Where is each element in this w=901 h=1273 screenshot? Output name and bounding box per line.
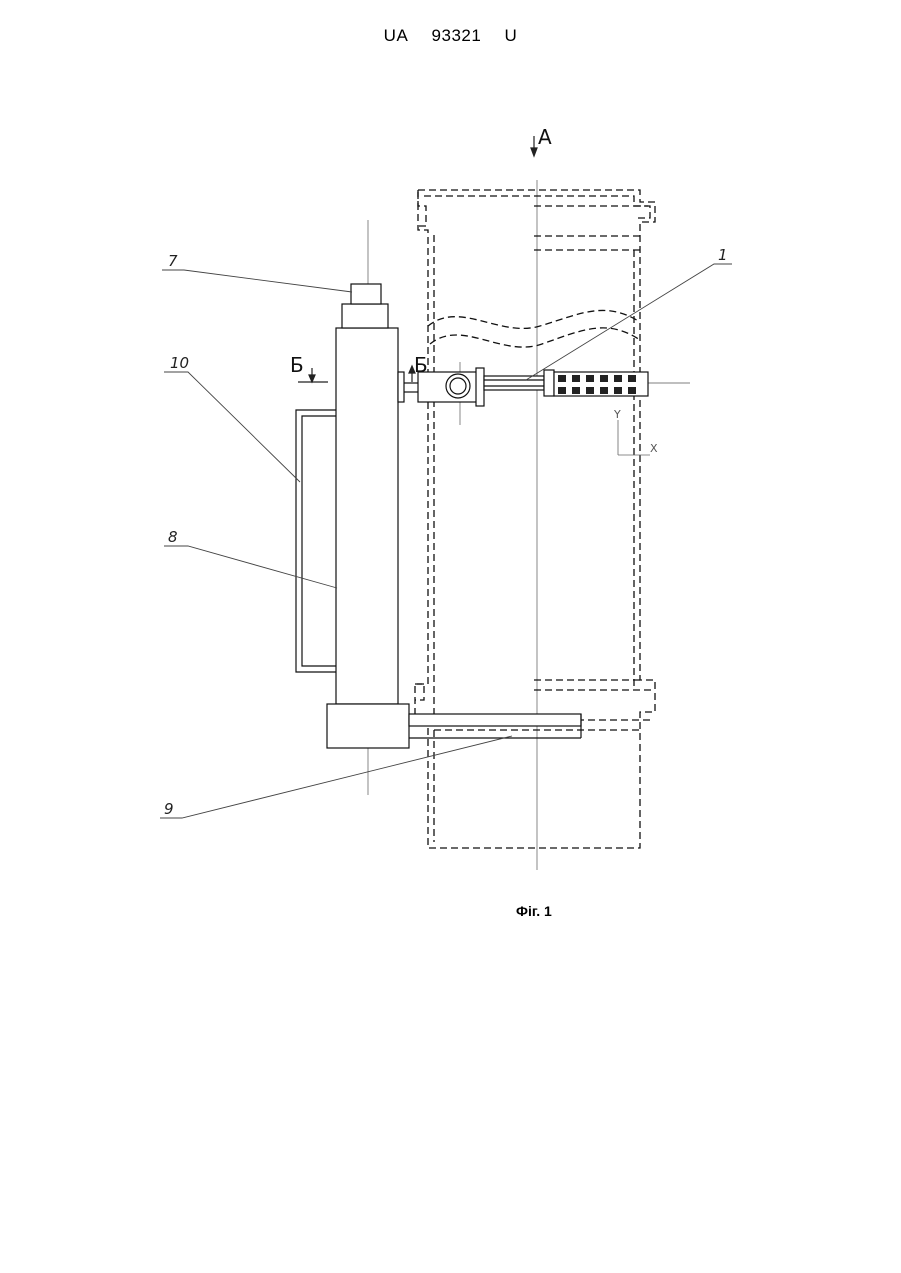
hose [296, 410, 336, 672]
callout-label-1: 1 [718, 246, 728, 264]
figure-caption: Фіг. 1 [516, 903, 552, 919]
axis-label-x: X [650, 442, 658, 455]
callout-label-8: 8 [168, 528, 178, 546]
hydraulic-cylinder [327, 284, 418, 748]
callout-label-9: 9 [164, 800, 174, 818]
section-markers [298, 136, 537, 382]
axis-label-y: Y [613, 408, 621, 421]
section-label-left: Б [290, 353, 304, 377]
leader-lines [160, 264, 732, 818]
clamp-arm [418, 368, 648, 406]
lower-rod [409, 714, 581, 738]
pipe-outline [415, 190, 655, 848]
callout-label-7: 7 [168, 252, 178, 270]
view-label-a: A [538, 125, 552, 149]
callout-label-10: 10 [170, 354, 189, 372]
section-label-right: Б [414, 353, 428, 377]
